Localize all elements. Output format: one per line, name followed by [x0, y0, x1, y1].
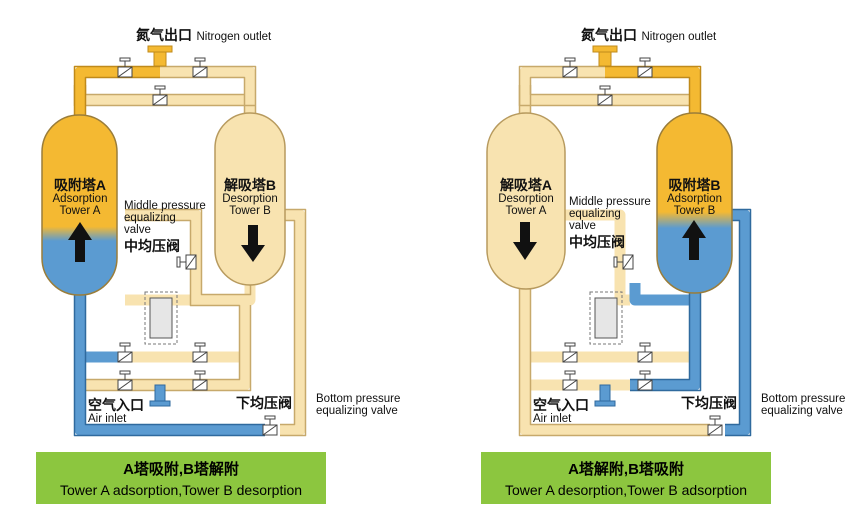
nitrogen-piping [74, 66, 160, 120]
valve-icon [192, 370, 208, 391]
tower-b-desorbing [214, 112, 286, 286]
tower-b-label: 解吸塔B Desorption Tower B [222, 177, 278, 217]
bottom-valve-label: Bottom pressure equalizing valve [761, 393, 846, 418]
valve-icon [192, 57, 208, 78]
valve-icon [562, 370, 578, 391]
valve-icon [562, 57, 578, 78]
bottom-valve-icon [707, 415, 723, 436]
caption-banner: A塔吸附,B塔解附 Tower A adsorption,Tower B des… [36, 452, 326, 504]
valve-icon [637, 342, 653, 363]
caption-banner: A塔解附,B塔吸附 Tower A desorption,Tower B ads… [481, 452, 771, 504]
control-box [594, 297, 618, 339]
valve-icon [117, 370, 133, 391]
nitrogen-outlet-label: 氮气出口 Nitrogen outlet [581, 27, 717, 43]
bottom-valve-cn-label: 下均压阀 [236, 395, 292, 411]
air-inlet-label: 空气入口 Air inlet [88, 397, 144, 425]
down-flow-arrow [241, 225, 265, 262]
tower-a-adsorbing [41, 114, 118, 296]
bottom-valve-label: Bottom pressure equalizing valve [316, 393, 401, 418]
valve-icon [613, 254, 634, 270]
up-flow-arrow [68, 222, 92, 262]
air-inlet-label: 空气入口 Air inlet [533, 397, 589, 425]
nitrogen-outlet-label: 氮气出口 Nitrogen outlet [136, 27, 272, 43]
valve-icon [117, 57, 133, 78]
tower-b-adsorbing [656, 112, 733, 294]
up-flow-arrow [682, 220, 706, 260]
flow-diagram-a [41, 45, 307, 437]
control-box [149, 297, 173, 339]
tower-b-label: 吸附塔B Adsorption Tower B [667, 177, 722, 217]
valve-icon [152, 85, 168, 106]
valve-icon [637, 57, 653, 78]
valve-icon [117, 342, 133, 363]
tower-a-label: 解吸塔A Desorption Tower A [498, 177, 554, 217]
bottom-valve-cn-label: 下均压阀 [681, 395, 737, 411]
tower-a-desorbing [486, 112, 566, 290]
valve-icon [562, 342, 578, 363]
valve-icon [192, 342, 208, 363]
valve-icon [597, 85, 613, 106]
panel-b-adsorption: 氮气出口 Nitrogen outlet 解吸塔A Desorption Tow… [445, 0, 864, 524]
middle-valve-label: Middle pressure equalizing valve 中均压阀 [124, 200, 206, 255]
middle-valve-label: Middle pressure equalizing valve 中均压阀 [569, 196, 651, 251]
valve-icon [176, 254, 197, 270]
nitrogen-piping [605, 66, 701, 120]
down-flow-arrow [513, 222, 537, 260]
flow-diagram-b [486, 45, 752, 437]
panel-a-adsorption: 氮气出口 Nitrogen outlet 吸附塔A Adsorption Tow… [36, 27, 401, 504]
bottom-valve-icon [262, 415, 278, 436]
valve-icon [637, 370, 653, 391]
tower-a-label: 吸附塔A Adsorption Tower A [52, 177, 108, 217]
